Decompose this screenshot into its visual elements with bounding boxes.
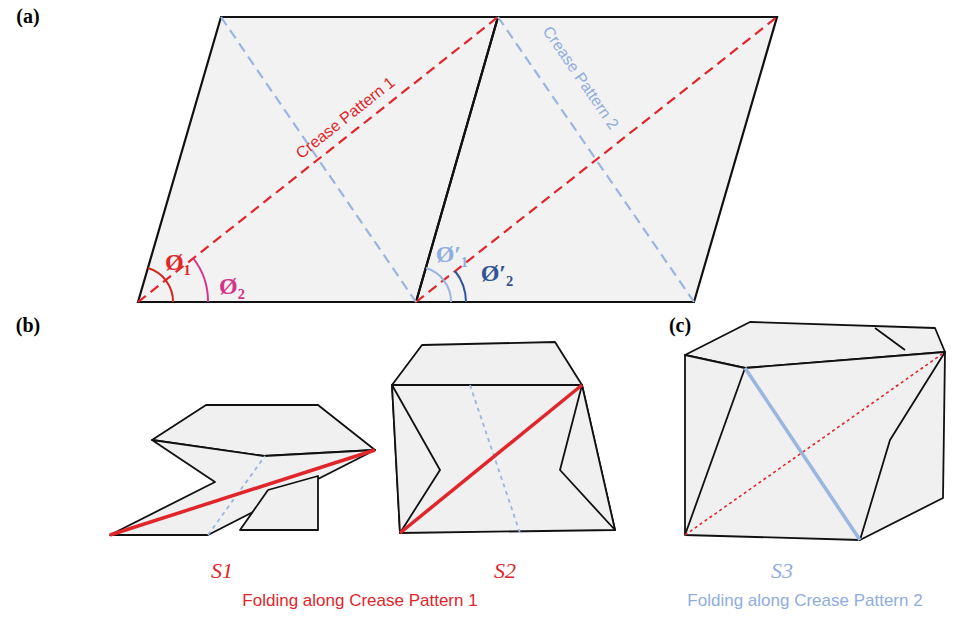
crease-sheet <box>138 17 777 302</box>
panel-letter: (b) <box>16 315 40 335</box>
angle-label: Ø₂ <box>219 274 245 298</box>
folded-state-s2 <box>392 342 615 533</box>
state-label: S1 <box>211 560 233 582</box>
caption-text: Folding along Crease Pattern 2 <box>687 592 922 609</box>
folded-state-s3 <box>685 322 945 540</box>
angle-label: Ø₁ <box>165 250 191 274</box>
panel-letter: (c) <box>669 315 691 335</box>
caption-text: Folding along Crease Pattern 1 <box>242 592 477 609</box>
state-label: S2 <box>494 560 516 582</box>
folded-state-s1 <box>110 405 375 535</box>
angle-label: Ø′₁ <box>436 242 469 266</box>
angle-label: Ø′₂ <box>481 261 514 285</box>
panel-letter: (a) <box>16 6 39 26</box>
state-label: S3 <box>771 560 793 582</box>
